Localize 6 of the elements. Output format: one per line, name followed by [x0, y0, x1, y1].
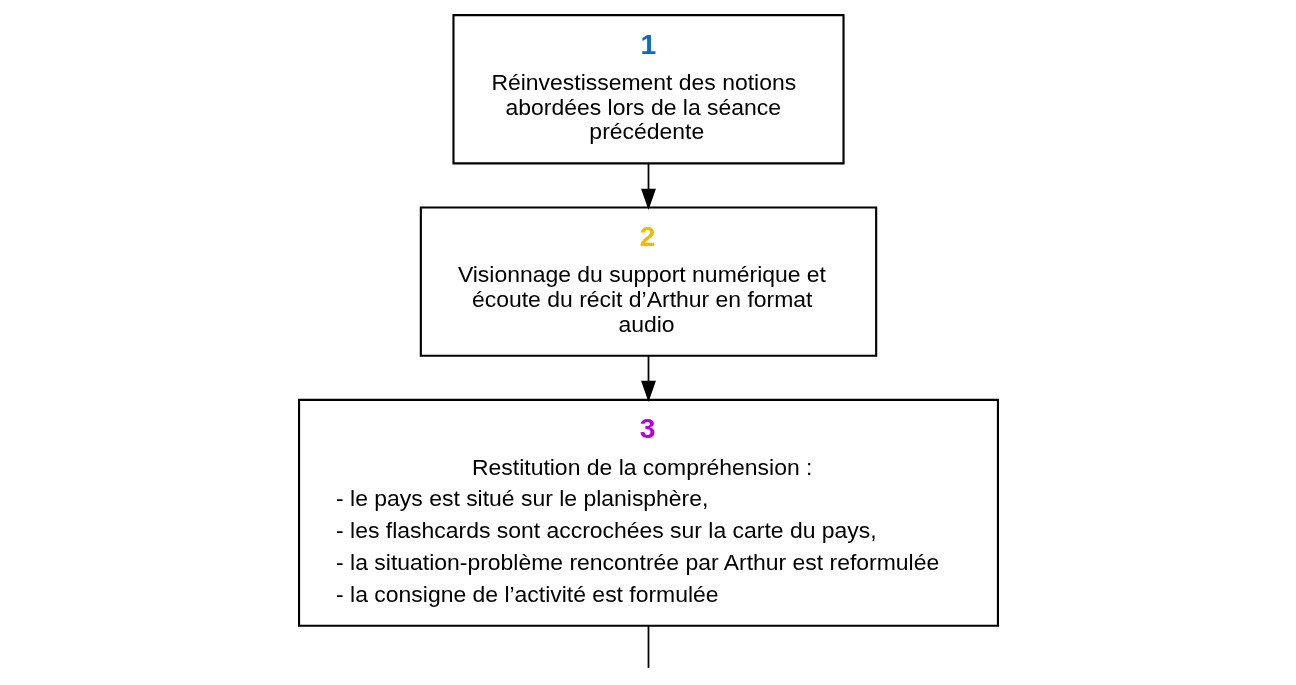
node-box: 2 Visionnage du support numérique et écoute du récit d’Arthur en format audio	[419, 206, 877, 357]
arrow	[640, 162, 656, 210]
node-box: 3 Restitution de la compréhension : - le pays est situé sur le planisphère, - les flashcards sont accrochées sur la carte du pays, - la situation-problème rencontrée par Arthur est reformulée - la consigne de l’activité est formulée	[297, 398, 999, 627]
connector	[647, 625, 649, 669]
node-box: 1 Réinvestissement des notions abordées lors de la séance précédente	[451, 14, 845, 165]
arrow	[640, 355, 656, 402]
